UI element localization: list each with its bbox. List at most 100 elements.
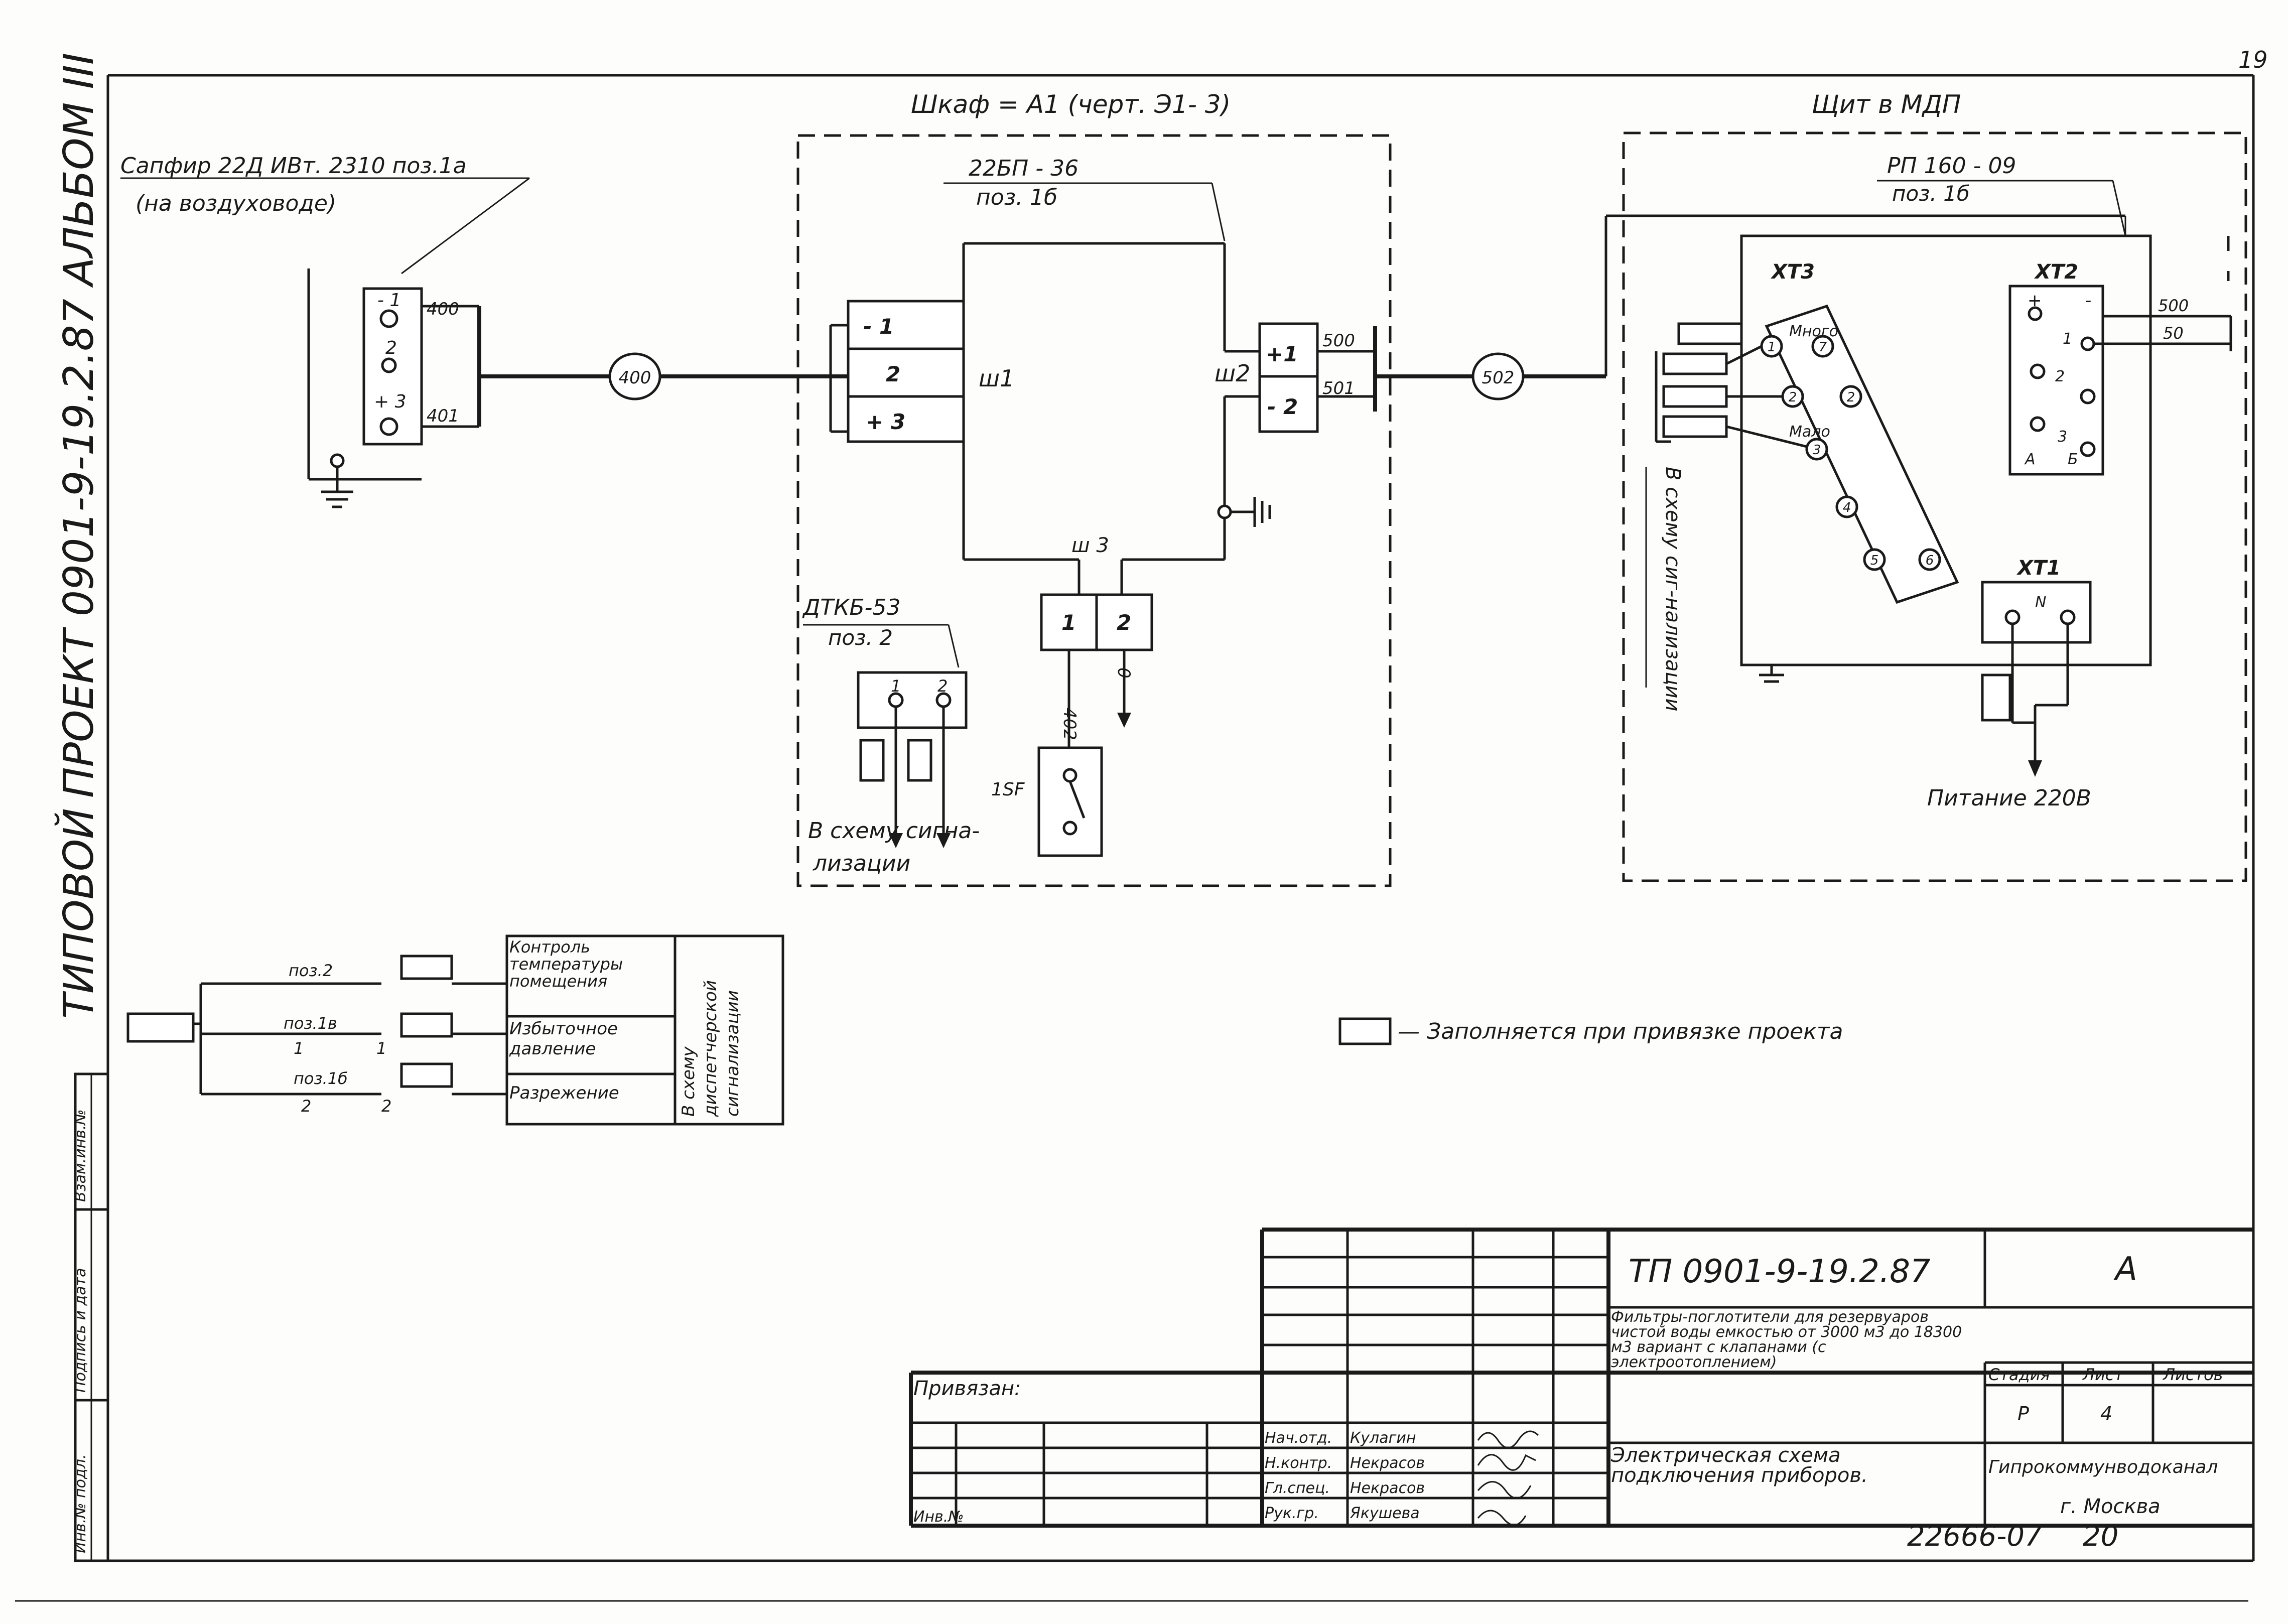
w2-term-2: - 2 (1267, 394, 1298, 419)
xt1-n: N (2035, 594, 2046, 611)
table-row2-a: 1 (294, 1039, 304, 1058)
xt2-wire-500: 500 (2158, 296, 2189, 315)
table-row2-text-wrap: Избыточное давление (509, 1019, 618, 1059)
table-row1-pos: поз.2 (289, 961, 333, 980)
strip-inv: Инв.№ подл. (72, 1454, 89, 1553)
sensor-name: ДТКБ-53 (802, 595, 901, 620)
table-row3-b: 2 (381, 1097, 391, 1116)
dispatch-text-wrap: В схему диспетчерской сигнализации (679, 980, 743, 1117)
w2-wire-501: 501 (1322, 378, 1355, 398)
side-title-project: ПРОЕКТ 0901-9-19.2.87 АЛЬБОМ III (55, 53, 103, 798)
w1-label: ш1 (979, 365, 1014, 392)
stage-header: Стадия (1988, 1365, 2050, 1384)
w3-wire-402: 402 (1059, 708, 1080, 740)
dispatch-text: В схему диспетчерской сигнализации (679, 980, 743, 1117)
xt3-c4: 4 (1843, 500, 1851, 515)
w3-wire-0: 0 (1114, 667, 1134, 679)
name-1: Кулагин (1350, 1429, 1416, 1447)
xt2-c3: 3 (2058, 428, 2067, 446)
switch-label: 1SF (991, 779, 1025, 800)
xt1-label: ХТ1 (2016, 557, 2061, 580)
panel-mdp-title: Щит в МДП (1812, 90, 1961, 119)
w1-term-2: 2 (886, 362, 900, 386)
doc-format: А (2113, 1251, 2137, 1288)
xt2-b: Б (2068, 451, 2078, 468)
cable-marker-400 (608, 352, 848, 400)
role-2: Н.контр. (1265, 1454, 1332, 1472)
sensor-signal-note-2: лизации (813, 851, 910, 876)
sensor-pos: поз. 2 (828, 625, 893, 650)
xt3-c7: 7 (1819, 340, 1827, 355)
strip-vzam: Взам.инв.№ (72, 1109, 89, 1202)
table-row2-pos: поз.1в (284, 1014, 337, 1033)
w2-term-1: +1 (1266, 342, 1298, 366)
panel-mdp-outline (1622, 131, 2247, 882)
sapphire-note: (на воздуховоде) (136, 191, 336, 216)
mdp-signal-note: В схему сиг-нализации (1661, 467, 1684, 712)
signature-scribbles (1477, 1430, 1539, 1526)
sapphire-name: Сапфир 22Д ИВт. 2310 поз.1а (120, 153, 467, 179)
table-row1-text-wrap: Контроль температуры помещения (509, 938, 623, 991)
sheets-header: Листов (2163, 1365, 2223, 1384)
privyazan: Привязан: (913, 1377, 1021, 1400)
power-label: Питание 220В (1927, 785, 2091, 811)
xt2-a: А (2024, 451, 2036, 468)
xt2-wire-50: 50 (2163, 324, 2184, 343)
cabinet-a1-outline (796, 134, 1392, 887)
relay-name: 22БП - 36 (969, 156, 1079, 181)
xt2-minus: - (2085, 291, 2091, 311)
doc-code: ТП 0901-9-19.2.87 (1629, 1253, 1931, 1290)
cabinet-a1-title: Шкаф = А1 (черт. Э1- 3) (911, 90, 1231, 119)
relay-pos: поз. 1б (976, 185, 1057, 210)
org: Гипрокоммунводоканал (1988, 1457, 2218, 1477)
name-4: Якушева (1350, 1505, 1420, 1522)
strip-podpis: Подпись и дата (72, 1268, 89, 1393)
xt2-plus: + (2028, 291, 2042, 311)
sheet-title: Электрическая схема подключения приборов… (1611, 1445, 1868, 1487)
side-title-typovoi: ТИПОВОЙ (54, 808, 103, 1019)
sapphire-term-2: 2 (385, 338, 397, 358)
arrow-power (2028, 760, 2042, 777)
table-row2-b: 1 (376, 1039, 386, 1058)
xt3-many: Много (1789, 323, 1838, 340)
xt3-c2a: 2 (1789, 390, 1797, 405)
sheet-value: 4 (2100, 1403, 2112, 1425)
w1-term-1: - 1 (863, 314, 894, 339)
panel-mdp-wiring (1645, 180, 2232, 777)
stamp-number: 22666-07 (1907, 1520, 2043, 1553)
title-block-lines (909, 1228, 2253, 1528)
name-3: Некрасов (1350, 1479, 1425, 1497)
xt3-c2b: 2 (1847, 390, 1855, 405)
city: г. Москва (2060, 1495, 2161, 1518)
w1-term-3: + 3 (866, 410, 905, 434)
legend-text: — Заполняется при привязке проекта (1398, 1019, 1843, 1044)
sheet-header: Лист (2082, 1365, 2124, 1384)
sapphire-term-3: + 3 (374, 391, 407, 412)
xt3-c6: 6 (1926, 553, 1934, 568)
table-row3-text-wrap: Разрежение (509, 1083, 619, 1103)
description-wrap: Фильтры-поглотители для резервуаров чист… (1611, 1310, 1962, 1371)
description: Фильтры-поглотители для резервуаров чист… (1611, 1310, 1962, 1371)
role-4: Рук.гр. (1265, 1505, 1319, 1522)
page-number: 19 (2238, 46, 2268, 73)
xt2-c1: 1 (2063, 330, 2072, 348)
cable-marker-400-label: 400 (619, 368, 651, 388)
w3-term-1: 1 (1061, 610, 1076, 635)
role-3: Гл.спец. (1265, 1479, 1330, 1497)
table-row1-text: Контроль температуры помещения (509, 938, 623, 991)
stage-value: Р (2017, 1403, 2029, 1425)
table-row3-text: Разрежение (509, 1083, 619, 1103)
w3-term-2: 2 (1117, 610, 1131, 635)
arrow-dtkb-1 (889, 833, 903, 848)
sensor-signal-note-1: В схему сигна- (808, 818, 980, 844)
sensor-term-2: 2 (937, 676, 948, 696)
left-stamp-strip (74, 1072, 109, 1562)
device-pos: поз. 1б (1892, 181, 1970, 206)
device-name: РП 160 - 09 (1887, 153, 2016, 179)
w2-wire-500: 500 (1322, 331, 1355, 351)
inv-label: Инв.№ (913, 1508, 964, 1526)
w2-label: ш2 (1215, 360, 1250, 387)
name-2: Некрасов (1350, 1454, 1425, 1472)
